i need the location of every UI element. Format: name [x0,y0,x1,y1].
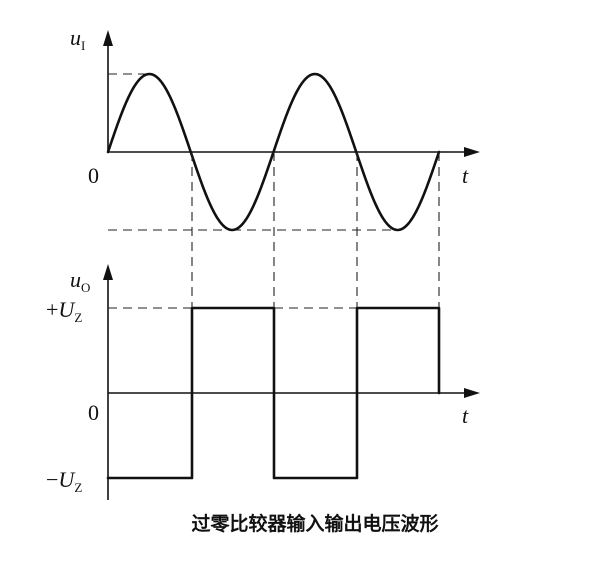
low-level-sign: − [46,467,58,492]
high-level-main: U [58,297,76,322]
bottom-y-label-sub: O [81,280,90,295]
low-level-main: U [58,467,76,492]
top-origin-label: 0 [88,163,99,188]
top-y-label-sub: I [81,38,85,53]
bottom-x-axis-arrow [464,388,480,398]
output-waveform-plot: uO +UZ 0 t −UZ [46,264,480,500]
top-y-axis-arrow [103,30,113,46]
high-level-sub: Z [74,310,82,325]
high-level-sign: + [46,297,58,322]
bottom-y-axis-arrow [103,264,113,280]
bottom-origin-label: 0 [88,400,99,425]
top-y-axis-label: uI [70,25,85,53]
input-waveform-plot: uI 0 t [70,25,480,232]
bottom-x-axis-label: t [462,403,469,428]
top-x-axis-label: t [462,163,469,188]
bottom-y-label-main: u [70,267,81,292]
top-x-axis-arrow [464,147,480,157]
low-level-label: −UZ [46,467,82,495]
high-level-label: +UZ [46,297,82,325]
low-level-sub: Z [74,480,82,495]
output-square-wave [106,306,441,480]
top-y-label-main: u [70,25,81,50]
figure-caption: 过零比较器输入输出电压波形 [191,512,438,535]
bottom-y-axis-label: uO [70,267,90,295]
zero-crossing-guides [191,152,440,308]
